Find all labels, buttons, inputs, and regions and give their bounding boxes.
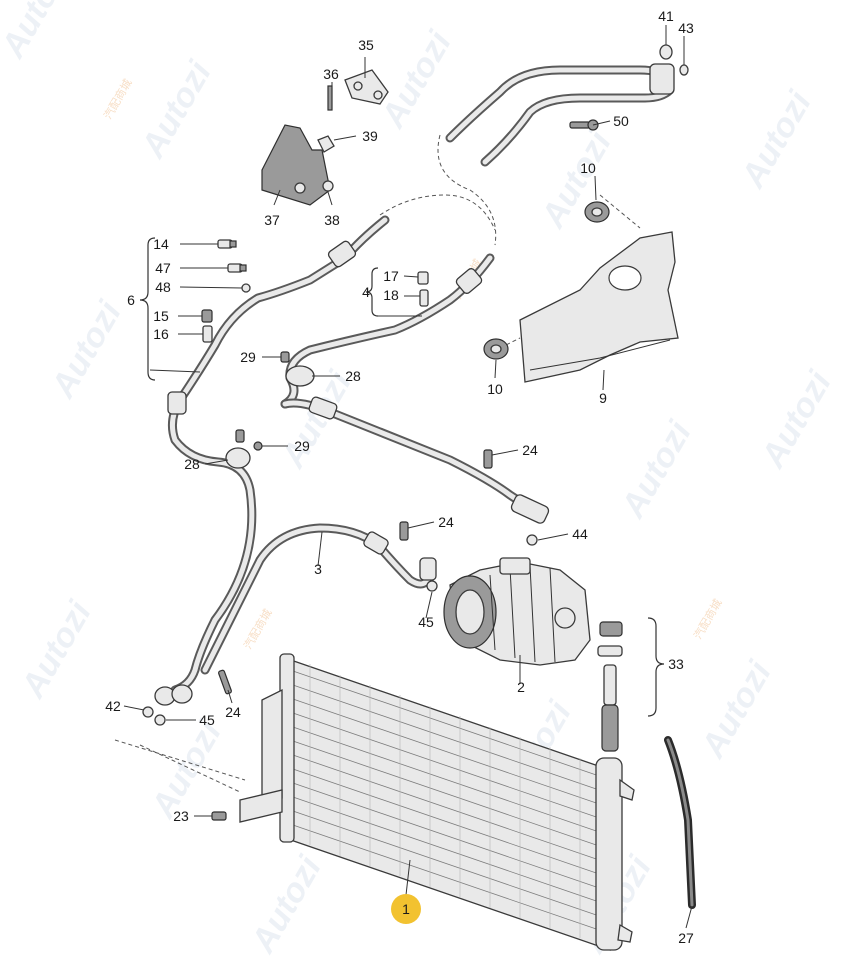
callout-18: 18	[383, 287, 399, 303]
callout-23: 23	[173, 808, 189, 824]
callout-28-middle: 28	[345, 368, 361, 384]
callout-17: 17	[383, 268, 399, 284]
callout-10-bottom: 10	[487, 381, 503, 397]
callout-43: 43	[678, 20, 694, 36]
callout-6: 6	[127, 292, 135, 308]
watermark: Autozi	[734, 84, 820, 195]
callout-44: 44	[572, 526, 588, 542]
callout-37: 37	[264, 212, 280, 228]
callout-9: 9	[599, 390, 607, 406]
leader-lines	[123, 25, 693, 929]
callout-24-middle: 24	[438, 514, 454, 530]
o-ring-small	[679, 64, 689, 76]
callout-39: 39	[362, 128, 378, 144]
core-16	[202, 325, 213, 343]
hose-4-middle	[280, 253, 495, 409]
callout-29-bottom: 29	[294, 438, 310, 454]
watermark: Autozi	[0, 0, 80, 65]
callout-1: 1	[402, 901, 410, 917]
callout-16: 16	[153, 326, 169, 342]
screw-36	[327, 85, 333, 111]
watermark-tag: 汽配商城	[690, 596, 724, 641]
bracket-35	[344, 69, 389, 105]
drier-parts-33	[597, 621, 623, 752]
callout-50: 50	[613, 113, 629, 129]
o-ring-44	[526, 534, 538, 546]
clip-39	[317, 135, 335, 153]
watermark: Autozi	[694, 654, 780, 765]
watermark-tag: 汽配商城	[100, 76, 134, 121]
callout-2: 2	[517, 679, 525, 695]
callout-45-middle: 45	[418, 614, 434, 630]
bracket-37	[261, 124, 331, 206]
hose-3	[200, 523, 437, 675]
callout-1-highlight	[391, 894, 421, 924]
callout-3: 3	[314, 561, 322, 577]
callout-10-top: 10	[580, 160, 596, 176]
pin-28	[235, 429, 245, 443]
callout-27: 27	[678, 930, 694, 946]
o-ring-45-top	[426, 580, 438, 592]
callout-24-bottom: 24	[225, 704, 241, 720]
grommet-10-top	[584, 201, 610, 223]
callout-29-top: 29	[240, 349, 256, 365]
callout-36: 36	[323, 66, 339, 82]
condenser-1	[239, 653, 635, 951]
watermark: Autozi	[374, 24, 460, 135]
cap-15	[201, 309, 213, 323]
ring-48	[241, 283, 251, 293]
callout-33: 33	[668, 656, 684, 672]
watermark: Autozi	[44, 294, 130, 405]
callout-4: 4	[362, 284, 370, 300]
suction-pipe-top	[445, 63, 675, 167]
callout-14: 14	[153, 236, 169, 252]
group-brackets	[139, 237, 665, 717]
o-ring	[659, 44, 673, 60]
bolt-24-middle	[399, 521, 409, 541]
pipe-28-to-44	[280, 396, 550, 524]
watermark: Autozi	[244, 849, 330, 960]
heat-shield-9	[519, 231, 679, 383]
callout-35: 35	[358, 37, 374, 53]
callout-42: 42	[105, 698, 121, 714]
bolt-24-top	[483, 449, 493, 469]
callout-24-top: 24	[522, 442, 538, 458]
hose-6-left	[167, 215, 390, 695]
bolt-50	[569, 119, 599, 131]
callout-38: 38	[324, 212, 340, 228]
cap-17	[417, 271, 429, 285]
core-18	[419, 289, 429, 307]
hose-lower-fittings	[142, 669, 232, 726]
screw-23	[211, 811, 227, 821]
watermark: Autozi	[754, 364, 840, 475]
nut-38	[322, 180, 334, 192]
valve-14	[217, 239, 237, 249]
watermark: Autozi	[134, 54, 220, 165]
callout-47: 47	[155, 260, 171, 276]
valve-47	[227, 263, 247, 273]
callout-41: 41	[658, 8, 674, 24]
screw-29-top	[280, 351, 290, 363]
grommet-10-bottom	[483, 338, 509, 360]
callout-15: 15	[153, 308, 169, 324]
watermark: Autozi	[14, 594, 100, 705]
callout-45-bottom: 45	[199, 712, 215, 728]
pipe-flange	[649, 63, 675, 95]
screw-29-bottom	[253, 441, 263, 451]
watermark: Autozi	[614, 414, 700, 525]
callout-28-left: 28	[184, 456, 200, 472]
watermark-tag: 汽配商城	[240, 606, 274, 651]
compressor-2	[443, 557, 591, 666]
callout-48: 48	[155, 279, 171, 295]
